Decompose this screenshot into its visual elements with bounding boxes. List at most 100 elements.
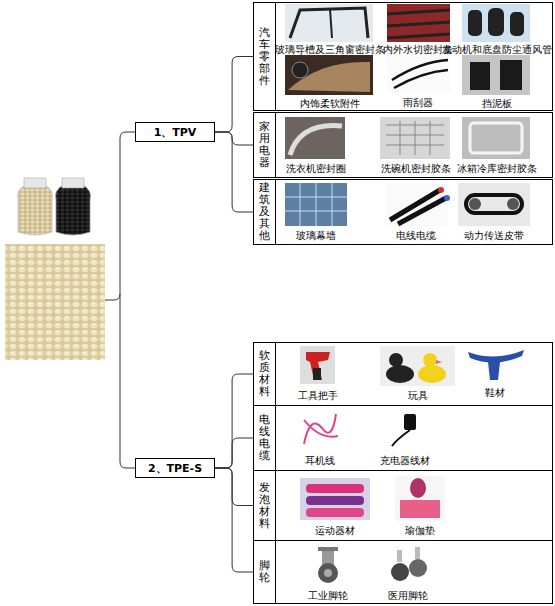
boot-photo (462, 4, 530, 42)
pellet-photo (5, 178, 105, 360)
category-box: 脚轮 (253, 540, 276, 604)
material-box: 1、TPV (135, 122, 215, 142)
category-name: 脚轮 (259, 560, 271, 584)
tool-handle-photo (313, 368, 321, 380)
charger-cable-photo (392, 430, 410, 446)
bracket-line (105, 132, 135, 468)
glass-channel-photo (330, 9, 332, 38)
image-caption: 运动器材 (315, 525, 355, 536)
medical-caster-photo (397, 550, 402, 562)
yoga-mat-photo (400, 500, 440, 518)
content-cell (276, 541, 553, 604)
interior-photo (285, 55, 373, 95)
bracket-connector (215, 132, 253, 145)
charger-cable-photo (385, 410, 425, 448)
fridge-seal-photo (470, 123, 522, 153)
image-caption: 洗衣机密封圈 (286, 163, 346, 174)
belt-photo (507, 198, 519, 210)
industrial-caster-photo (322, 551, 334, 565)
pellet-photo (56, 186, 91, 235)
shoe-material-photo (465, 346, 527, 381)
image-caption: 冰箱冷库密封胶条 (457, 163, 537, 174)
yoga-mat-photo (395, 476, 445, 521)
mudflap-photo (500, 60, 522, 90)
content-cell (276, 180, 553, 245)
image-caption: 鞋材 (485, 387, 505, 398)
image-caption: 医用脚轮 (388, 590, 428, 601)
interior-photo (285, 55, 373, 95)
curtain-wall-photo (285, 183, 347, 226)
category-name: 建筑及其他 (259, 182, 271, 242)
pellet-photo (5, 244, 105, 360)
category-box: 汽车零部件 (253, 2, 276, 111)
category-box: 发泡材料 (253, 470, 276, 541)
category-name: 汽车零部件 (259, 27, 271, 87)
mudflap-photo (470, 62, 490, 90)
dishwasher-photo (380, 117, 450, 159)
belt-photo (458, 183, 530, 226)
industrial-caster-photo (312, 545, 344, 585)
belt-photo (458, 183, 530, 226)
pellet-photo (24, 178, 46, 188)
image-caption: 挡泥板 (482, 98, 512, 109)
interior-photo (288, 62, 370, 92)
belt-photo (466, 195, 522, 213)
tool-handle-photo (300, 346, 335, 384)
toy-photo (436, 360, 442, 364)
image-caption: 玩具 (408, 390, 428, 401)
image-caption: 洗碗机密封胶条 (381, 163, 451, 174)
medical-caster-photo (409, 559, 427, 577)
image-caption: 玻璃幕墙 (296, 230, 336, 241)
fridge-seal-photo (462, 117, 530, 159)
sport-foam-photo (306, 484, 364, 493)
washer-seal-photo (285, 117, 345, 159)
wiper-photo (387, 55, 450, 93)
washer-seal-photo (285, 117, 345, 159)
glass-channel-photo (285, 4, 373, 42)
glass-channel-photo (285, 4, 373, 42)
curtain-wall-photo (285, 183, 347, 226)
material-box: 2、TPE-S (135, 458, 215, 478)
cable-photo (385, 183, 450, 226)
cable-photo (385, 183, 448, 226)
toy-photo (380, 346, 455, 386)
weatherstrip-photo (387, 4, 450, 42)
mudflap-photo (462, 55, 530, 95)
bracket-connector (215, 374, 253, 468)
category-name: 发泡材料 (259, 482, 271, 530)
yoga-mat-photo (395, 476, 445, 521)
toy-photo (389, 353, 403, 367)
content-cell (276, 113, 553, 178)
category-box: 电线电缆 (253, 405, 276, 471)
cable-photo (390, 190, 446, 224)
dishwasher-photo (386, 121, 444, 155)
toy-photo (418, 365, 446, 383)
fridge-seal-photo (462, 117, 530, 159)
image-caption: 发动机和底盘防尘通风管 (442, 44, 552, 55)
pellet-photo (18, 186, 53, 235)
medical-caster-photo (415, 547, 420, 559)
boot-photo (488, 8, 504, 36)
category-name: 软质材料 (259, 350, 271, 398)
curtain-wall-photo (285, 183, 347, 226)
content-cell (276, 406, 553, 471)
industrial-caster-photo (324, 569, 332, 577)
wiper-photo (392, 60, 448, 88)
yoga-mat-photo (410, 478, 426, 498)
wiper-photo (387, 55, 450, 93)
toy-photo (380, 346, 455, 386)
shoe-material-photo (468, 350, 524, 363)
material-name: 1、TPV (154, 125, 197, 140)
image-caption: 电线电缆 (396, 230, 436, 241)
tool-handle-photo (300, 346, 335, 384)
content-cell (276, 471, 553, 541)
image-caption: 工具把手 (298, 390, 338, 401)
earphone-cable-photo (300, 410, 340, 448)
image-caption: 瑜伽垫 (405, 525, 435, 536)
dishwasher-photo (380, 117, 450, 159)
shoe-material-photo (488, 362, 500, 380)
boot-photo (510, 12, 524, 36)
